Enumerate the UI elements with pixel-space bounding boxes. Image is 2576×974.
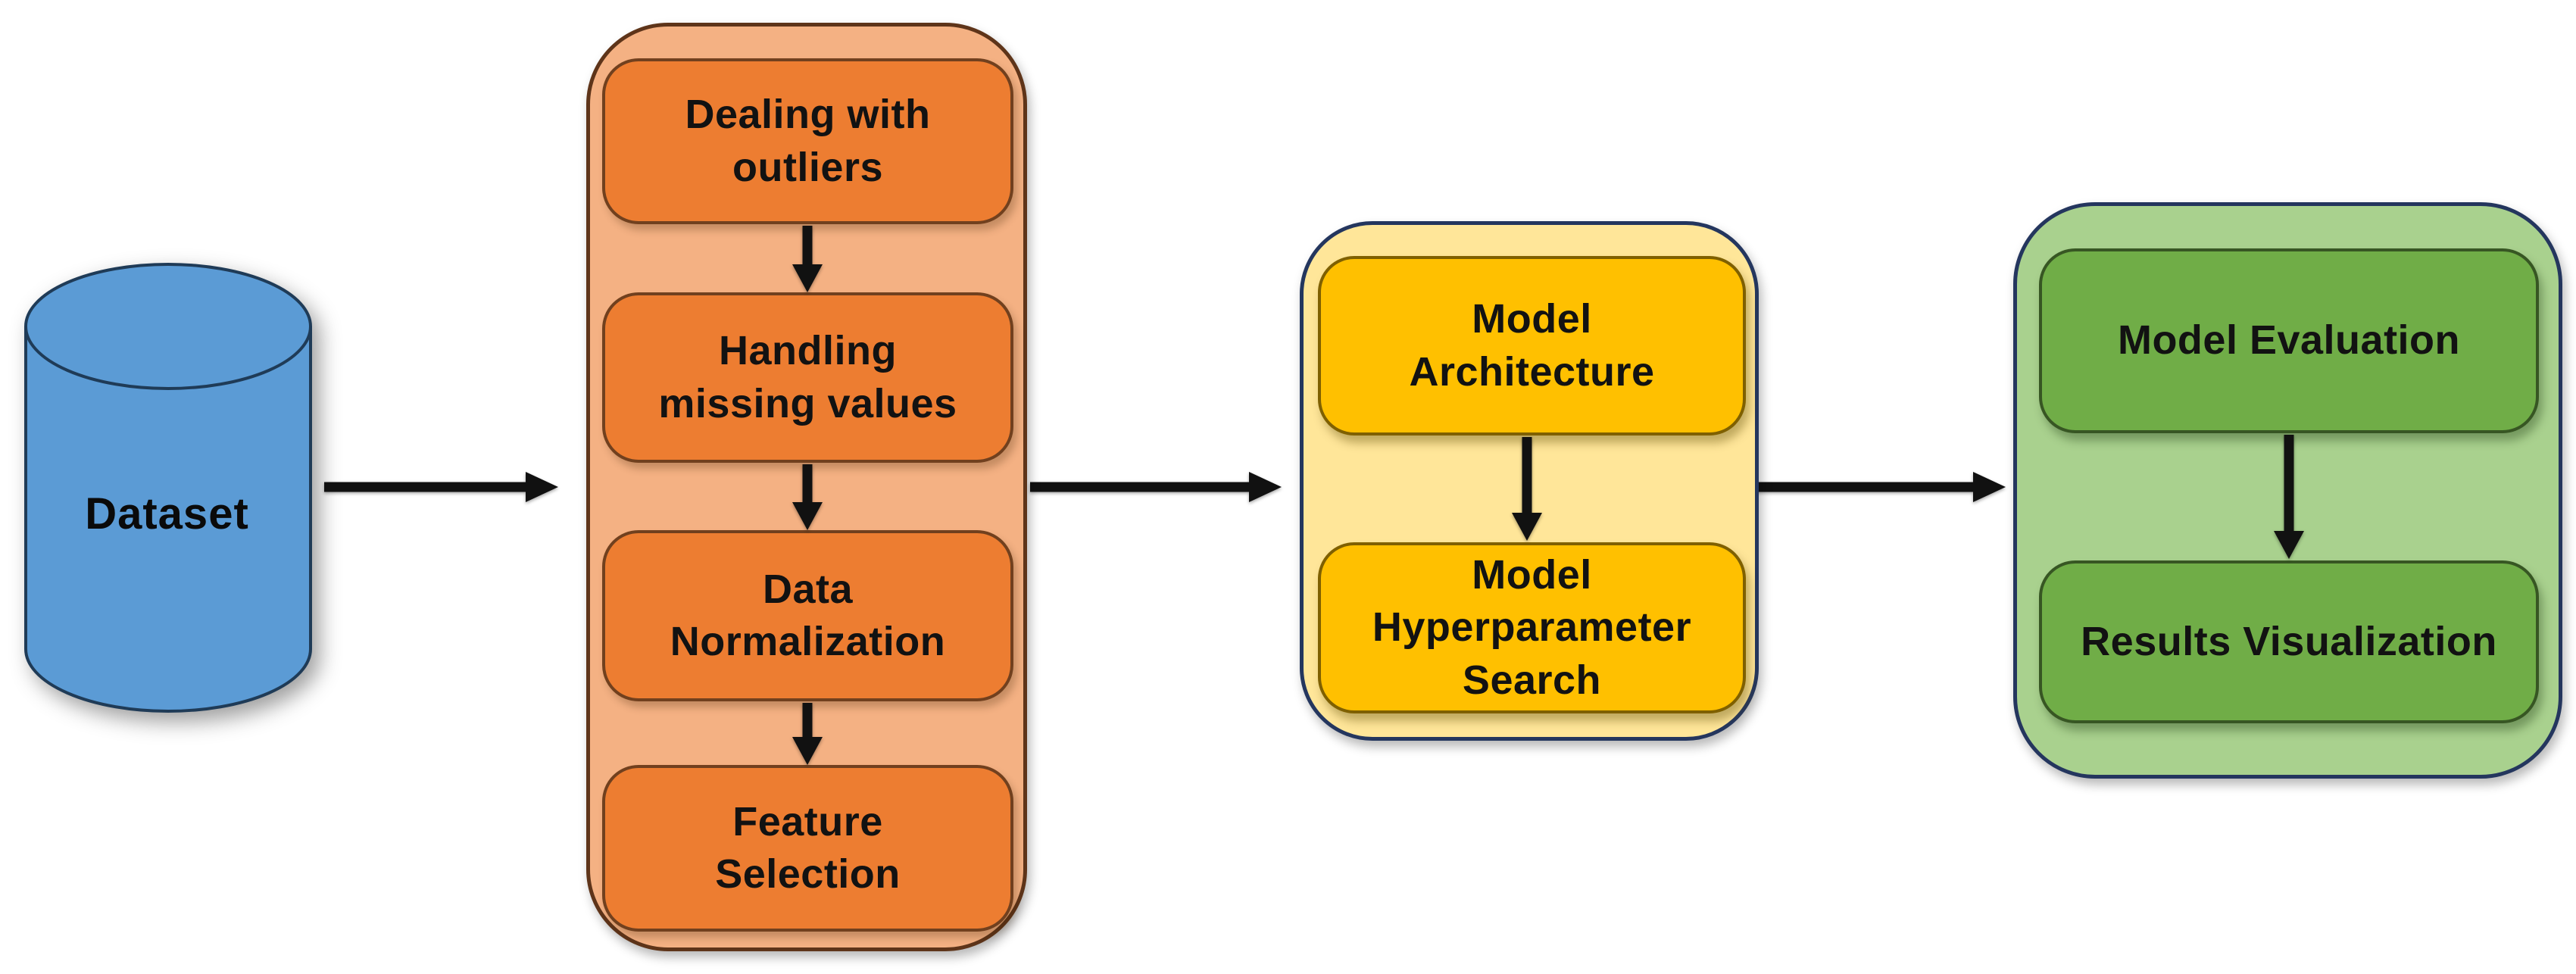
step-results-visualization-label: Results Visualization [2081,618,2497,664]
step-model-evaluation-label: Model Evaluation [2117,317,2461,364]
arrow-evaluation-to-visualization [2274,435,2304,559]
step-model-architecture-label: Model Architecture [1409,296,1655,395]
step-feature-selection: Feature Selection [602,765,1013,932]
database-cylinder-icon [24,263,312,713]
step-model-architecture: Model Architecture [1318,256,1746,435]
step-handling-missing-values-label: Handling missing values [658,328,957,426]
step-dealing-with-outliers-label: Dealing with outliers [685,92,931,190]
step-handling-missing-values: Handling missing values [602,292,1013,463]
step-results-visualization: Results Visualization [2039,560,2539,723]
arrow-architecture-to-hyperparameter [1512,437,1542,541]
step-data-normalization-label: Data Normalization [670,566,946,664]
arrow-model-design-to-evaluation [1755,472,2006,502]
arrow-normalization-to-feature [792,703,823,765]
step-model-hyperparameter-search: Model Hyperparameter Search [1318,542,1746,713]
step-feature-selection-label: Feature Selection [715,798,901,897]
arrow-preprocessing-to-model-design [1030,472,1282,502]
dataset-label: Dataset [85,489,249,539]
step-model-hyperparameter-search-label: Model Hyperparameter Search [1372,552,1692,703]
step-model-evaluation: Model Evaluation [2039,248,2539,433]
step-data-normalization: Data Normalization [602,530,1013,701]
arrow-outliers-to-missing [792,226,823,292]
arrow-dataset-to-preprocessing [324,472,558,502]
step-dealing-with-outliers: Dealing with outliers [602,58,1013,224]
arrow-missing-to-normalization [792,464,823,530]
